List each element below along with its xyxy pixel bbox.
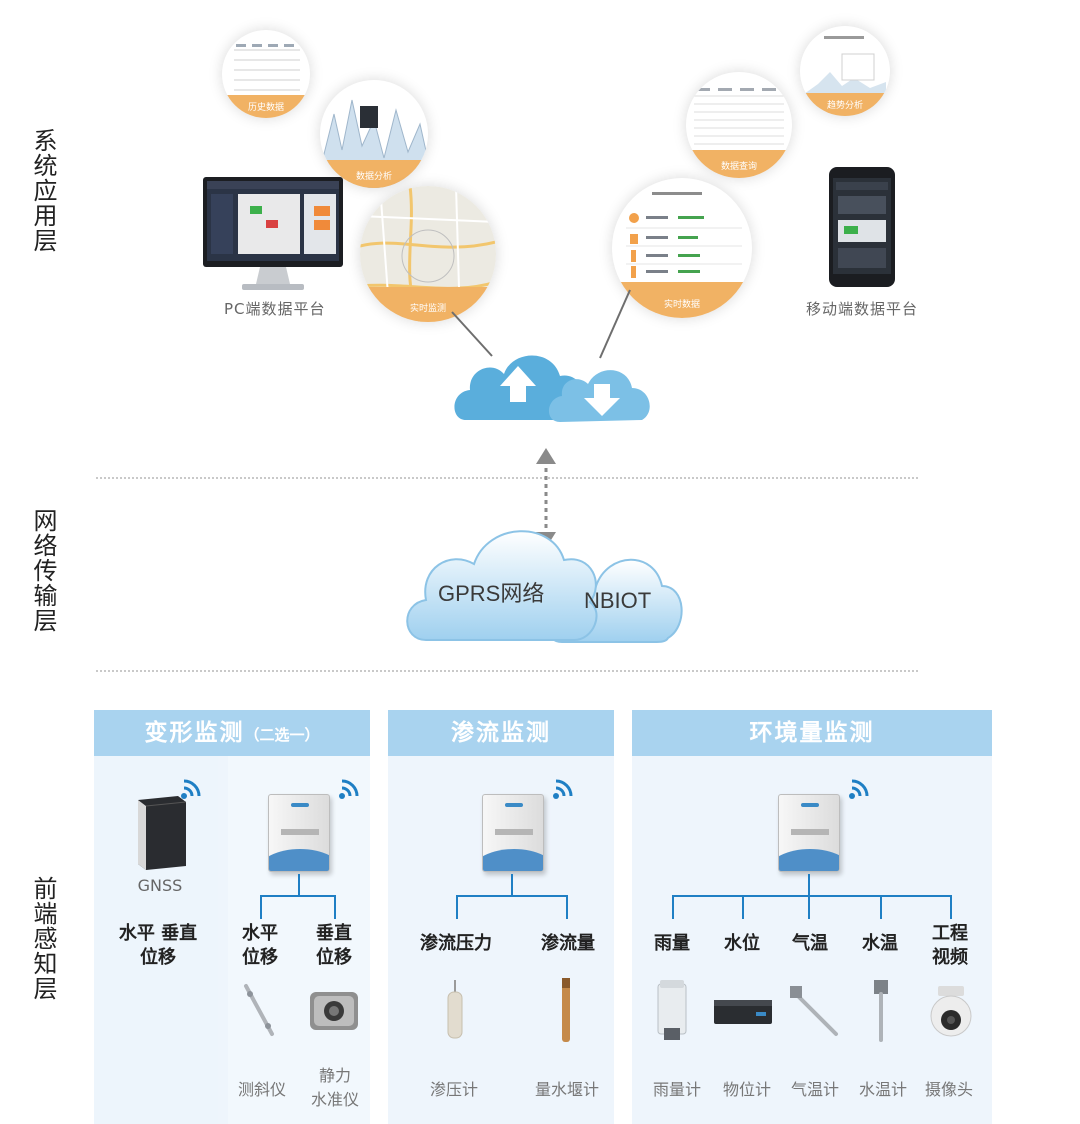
trend-analysis-bubble: 趋势分析 bbox=[800, 26, 890, 116]
gnss-device-label: GNSS bbox=[137, 876, 183, 895]
tree-connector bbox=[672, 895, 952, 897]
mobile-platform-label: 移动端数据平台 bbox=[806, 300, 919, 318]
tree-connector bbox=[672, 895, 674, 919]
deformation-subtitle: （二选一） bbox=[244, 726, 320, 744]
nbiot-network-label: NBIOT bbox=[584, 588, 652, 613]
water-thermometer-label: 水温计 bbox=[858, 1080, 907, 1099]
pc-platform-label: PC端数据平台 bbox=[224, 300, 326, 318]
horizontal-displacement-label: 水平 位移 bbox=[242, 923, 278, 968]
gnss-receiver-icon bbox=[138, 796, 187, 870]
realtime-map-bubble: 实时监测 bbox=[360, 186, 496, 322]
level-meter-icon bbox=[714, 1000, 772, 1024]
tree-connector bbox=[456, 895, 568, 897]
data-logger-device-icon bbox=[482, 794, 544, 872]
camera-icon bbox=[930, 986, 972, 1037]
tree-connector bbox=[456, 895, 458, 919]
bubble-caption: 历史数据 bbox=[247, 102, 284, 113]
wireless-signal-icon bbox=[849, 779, 869, 799]
bubble-caption: 数据分析 bbox=[355, 171, 392, 182]
data-logger-device-icon bbox=[268, 794, 330, 872]
network-clouds-icon bbox=[406, 530, 683, 643]
mobile-phone-icon bbox=[828, 166, 896, 288]
perception-layer-label: 前端感知层 bbox=[29, 876, 57, 1001]
piezometer-icon bbox=[447, 980, 463, 1039]
seepage-monitoring-section: 渗流监测 bbox=[388, 710, 614, 1124]
vertical-displacement-label: 垂直 位移 bbox=[316, 923, 352, 968]
network-layer-label: 网络传输层 bbox=[29, 508, 57, 633]
tree-connector bbox=[880, 895, 882, 919]
bubble-caption: 数据查询 bbox=[720, 161, 757, 172]
gprs-network-label: GPRS网络 bbox=[438, 581, 545, 606]
hydrostatic-level-icon bbox=[310, 992, 358, 1030]
wireless-signal-icon bbox=[181, 779, 201, 799]
gnss-measure-label: 水平 垂直 位移 bbox=[118, 923, 198, 968]
tree-connector bbox=[742, 895, 744, 919]
piezometer-label: 渗压计 bbox=[429, 1080, 478, 1099]
table-thumbnail-icon bbox=[234, 44, 300, 91]
seepage-flow-label: 渗流量 bbox=[541, 933, 595, 954]
wireless-signal-icon bbox=[553, 779, 573, 799]
inclinometer-label: 测斜仪 bbox=[237, 1080, 286, 1099]
engineering-video-label: 工程 视频 bbox=[932, 923, 968, 968]
history-data-bubble: 历史数据 bbox=[222, 30, 310, 118]
rainfall-label: 雨量 bbox=[654, 933, 690, 954]
water-temperature-label: 水温 bbox=[862, 933, 898, 954]
rain-gauge-icon bbox=[657, 980, 687, 1040]
camera-label: 摄像头 bbox=[924, 1080, 973, 1099]
weir-gauge-label: 量水堰计 bbox=[534, 1080, 599, 1099]
bubble-caption: 趋势分析 bbox=[826, 100, 863, 111]
air-thermometer-label: 气温计 bbox=[790, 1080, 839, 1099]
platform-connectors bbox=[451, 289, 631, 359]
bubble-caption: 实时数据 bbox=[663, 299, 700, 310]
inclinometer-icon bbox=[244, 984, 274, 1036]
rain-gauge-label: 雨量计 bbox=[652, 1080, 701, 1099]
separator-network-perception bbox=[96, 670, 918, 672]
air-temperature-label: 气温 bbox=[792, 933, 828, 954]
environment-section-header: 环境量监测 bbox=[632, 710, 992, 756]
pc-monitor-icon bbox=[202, 176, 344, 294]
data-logger-device-icon bbox=[778, 794, 840, 872]
environment-monitoring-section: 环境量监测 bbox=[632, 710, 992, 1124]
deformation-section-header: 变形监测（二选一） bbox=[94, 710, 370, 756]
level-meter-label: 物位计 bbox=[722, 1080, 771, 1099]
hydrostatic-level-label: 静力 水准仪 bbox=[310, 1066, 359, 1109]
tree-connector bbox=[334, 895, 336, 919]
seepage-pressure-label: 渗流压力 bbox=[420, 933, 492, 954]
cloud-upload-download-icon bbox=[454, 355, 650, 422]
tree-connector bbox=[511, 874, 513, 896]
application-layer-label: 系统应用层 bbox=[29, 128, 57, 253]
realtime-data-bubble: 实时数据 bbox=[612, 178, 752, 318]
water-level-label: 水位 bbox=[724, 933, 760, 954]
bubble-caption: 实时监测 bbox=[409, 303, 446, 314]
tree-connector bbox=[808, 874, 810, 896]
air-temperature-sensor-icon bbox=[790, 986, 838, 1036]
query-table-thumbnail-icon bbox=[694, 88, 784, 145]
deformation-title: 变形监测 bbox=[144, 720, 245, 746]
tree-connector bbox=[260, 895, 262, 919]
deformation-monitoring-section: 变形监测（二选一） bbox=[94, 710, 370, 1124]
tree-connector bbox=[566, 895, 568, 919]
data-list-thumbnail-icon bbox=[626, 192, 742, 278]
tree-connector bbox=[808, 895, 810, 919]
seepage-section-header: 渗流监测 bbox=[388, 710, 614, 756]
water-temperature-sensor-icon bbox=[874, 980, 888, 1042]
separator-application-network bbox=[96, 477, 918, 479]
tree-connector bbox=[950, 895, 952, 919]
weir-gauge-icon bbox=[562, 978, 570, 1042]
tree-connector bbox=[260, 895, 336, 897]
data-query-bubble: 数据查询 bbox=[686, 72, 792, 178]
tree-connector bbox=[298, 874, 300, 896]
wireless-signal-icon bbox=[339, 779, 359, 799]
